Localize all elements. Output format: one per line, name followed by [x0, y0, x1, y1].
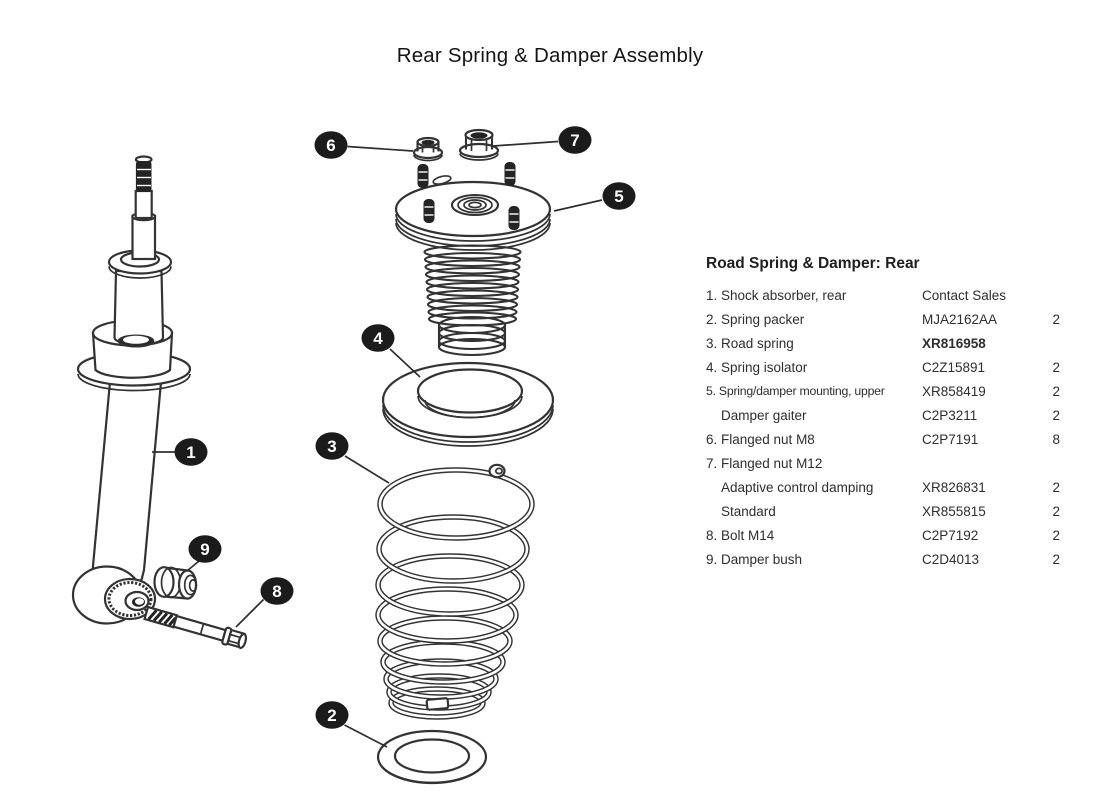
part-qty: 2	[1052, 407, 1060, 423]
part-qty: 2	[1052, 503, 1060, 519]
part-qty: 2	[1052, 359, 1060, 375]
part-qty: 8	[1052, 431, 1060, 447]
part-description: 4. Spring isolator	[706, 359, 808, 375]
callout-5-number: 5	[614, 187, 623, 206]
leader-lines	[152, 140, 603, 748]
callout-8-number: 8	[272, 582, 281, 601]
bolt-m14	[143, 605, 248, 650]
table-row: 2. Spring packer MJA2162AA 2	[706, 307, 1060, 331]
part-qty: 2	[1052, 527, 1060, 543]
part-description: 6. Flanged nut M8	[706, 431, 815, 447]
part-description: 9. Damper bush	[706, 551, 803, 567]
part-qty: 2	[1052, 383, 1060, 399]
table-row: 4. Spring isolator C2Z15891 2	[706, 355, 1060, 379]
part-number: XR858419	[922, 383, 986, 399]
spring-packer	[376, 729, 488, 785]
parts-table: Road Spring & Damper: Rear 1. Shock abso…	[706, 254, 1060, 571]
callout-1: 1	[174, 438, 208, 466]
part-number: C2D4013	[922, 551, 980, 567]
part-number: C2P3211	[922, 407, 978, 423]
part-description: 3. Road spring	[706, 335, 794, 351]
table-row: 1. Shock absorber, rear Contact Sales	[706, 283, 1060, 307]
part-number: XR826831	[922, 479, 986, 495]
table-row: 6. Flanged nut M8 C2P7191 8	[706, 427, 1060, 451]
part-number: XR816958	[922, 335, 986, 351]
damper-gaiter	[423, 244, 522, 357]
callout-6-number: 6	[326, 136, 335, 155]
table-row: 5. Spring/damper mounting, upper XR85841…	[706, 379, 1060, 403]
part-qty: 2	[1052, 479, 1060, 495]
callout-7-number: 7	[570, 131, 579, 150]
part-description: 5. Spring/damper mounting, upper	[706, 384, 885, 398]
spring-isolator	[381, 361, 555, 447]
table-row: 9. Damper bush C2D4013 2	[706, 547, 1060, 571]
part-number: XR855815	[922, 503, 986, 519]
flanged-nut-m8	[412, 136, 444, 162]
part-description: Standard	[721, 503, 776, 519]
part-description: 7. Flanged nut M12	[706, 455, 823, 471]
part-number: C2P7192	[922, 527, 979, 543]
upper-mounting-plate	[394, 162, 552, 251]
callout-4-number: 4	[373, 329, 383, 348]
table-row: Adaptive control damping XR826831 2	[706, 475, 1060, 499]
shock-eye	[71, 565, 157, 625]
callout-3: 3	[315, 432, 349, 460]
table-row: 7. Flanged nut M12	[706, 451, 1060, 475]
shock-absorber	[71, 155, 192, 625]
part-qty: 2	[1052, 311, 1060, 327]
callout-9: 9	[188, 535, 222, 563]
flanged-nut-m12	[458, 128, 500, 161]
part-number: Contact Sales	[922, 287, 1007, 303]
part-number: MJA2162AA	[922, 311, 998, 327]
road-spring	[375, 463, 535, 720]
callout-5: 5	[602, 182, 636, 210]
part-qty: 2	[1052, 551, 1060, 567]
part-description: 1. Shock absorber, rear	[706, 287, 847, 303]
part-number: C2P7191	[922, 431, 979, 447]
part-description: 2. Spring packer	[706, 311, 805, 327]
table-row: 8. Bolt M14 C2P7192 2	[706, 523, 1060, 547]
callout-8: 8	[260, 577, 294, 605]
callout-7: 7	[558, 126, 592, 154]
page-title: Rear Spring & Damper Assembly	[396, 44, 704, 67]
callout-1-number: 1	[186, 443, 195, 462]
table-row: Damper gaiter C2P3211 2	[706, 403, 1060, 427]
part-description: Damper gaiter	[721, 407, 807, 423]
callout-9-number: 9	[200, 540, 209, 559]
callout-6: 6	[314, 131, 348, 159]
parts-table-title: Road Spring & Damper: Rear	[706, 255, 920, 272]
callout-3-number: 3	[327, 437, 336, 456]
callout-4: 4	[361, 324, 395, 352]
table-row: Standard XR855815 2	[706, 499, 1060, 523]
part-description: Adaptive control damping	[721, 479, 874, 495]
callout-2: 2	[315, 701, 349, 729]
callout-2-number: 2	[327, 706, 336, 725]
mounting-studs	[417, 162, 520, 230]
damper-bush	[153, 566, 198, 600]
table-row: 3. Road spring XR816958	[706, 331, 1060, 355]
part-description: 8. Bolt M14	[706, 527, 775, 543]
part-number: C2Z15891	[922, 359, 986, 375]
